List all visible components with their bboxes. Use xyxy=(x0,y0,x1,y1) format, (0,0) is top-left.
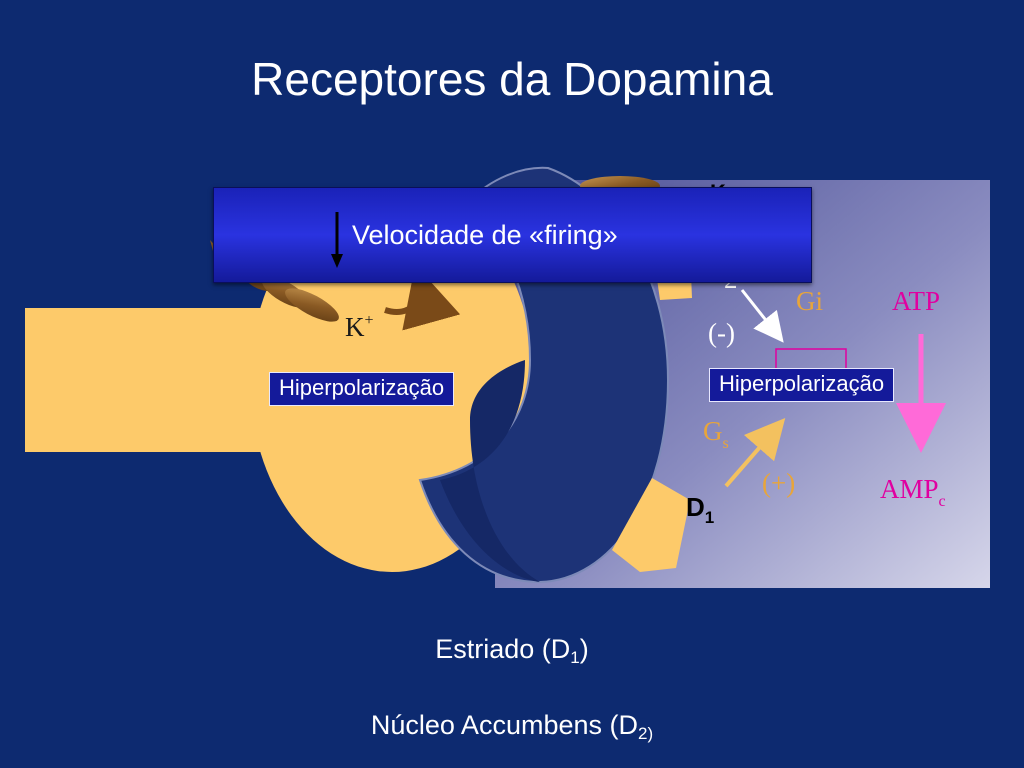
down-arrow-icon xyxy=(331,212,343,268)
slide-title: Receptores da Dopamina xyxy=(251,53,773,105)
camp-label: AMPc xyxy=(880,474,946,510)
synaptic-shadow xyxy=(440,360,540,582)
gi-label: Gi xyxy=(796,286,823,316)
d1-receptor-shape xyxy=(612,478,690,572)
stimulation-label: (+) xyxy=(762,468,795,498)
firing-rate-banner: Velocidade de «firing» xyxy=(213,187,812,283)
firing-rate-text: Velocidade de «firing» xyxy=(352,220,618,250)
gi-inhibition-arrow xyxy=(740,289,784,343)
hyperpolarization-label-right: Hiperpolarização xyxy=(709,368,895,402)
d1-receptor-label: D1 xyxy=(686,492,714,527)
gs-stimulation-arrow xyxy=(724,417,786,488)
caption-nucleus-accumbens: Núcleo Accumbens (D2) xyxy=(370,710,654,743)
caption-striatum: Estriado (D1) xyxy=(435,634,589,667)
inhibition-label: (-) xyxy=(708,318,735,348)
potassium-efflux-arrow xyxy=(384,264,461,331)
potassium-label: K+ xyxy=(345,312,374,342)
gs-label: Gs xyxy=(703,416,729,452)
hyperpolarization-label-left: Hiperpolarização xyxy=(269,372,455,406)
atp-label: ATP xyxy=(892,286,940,316)
